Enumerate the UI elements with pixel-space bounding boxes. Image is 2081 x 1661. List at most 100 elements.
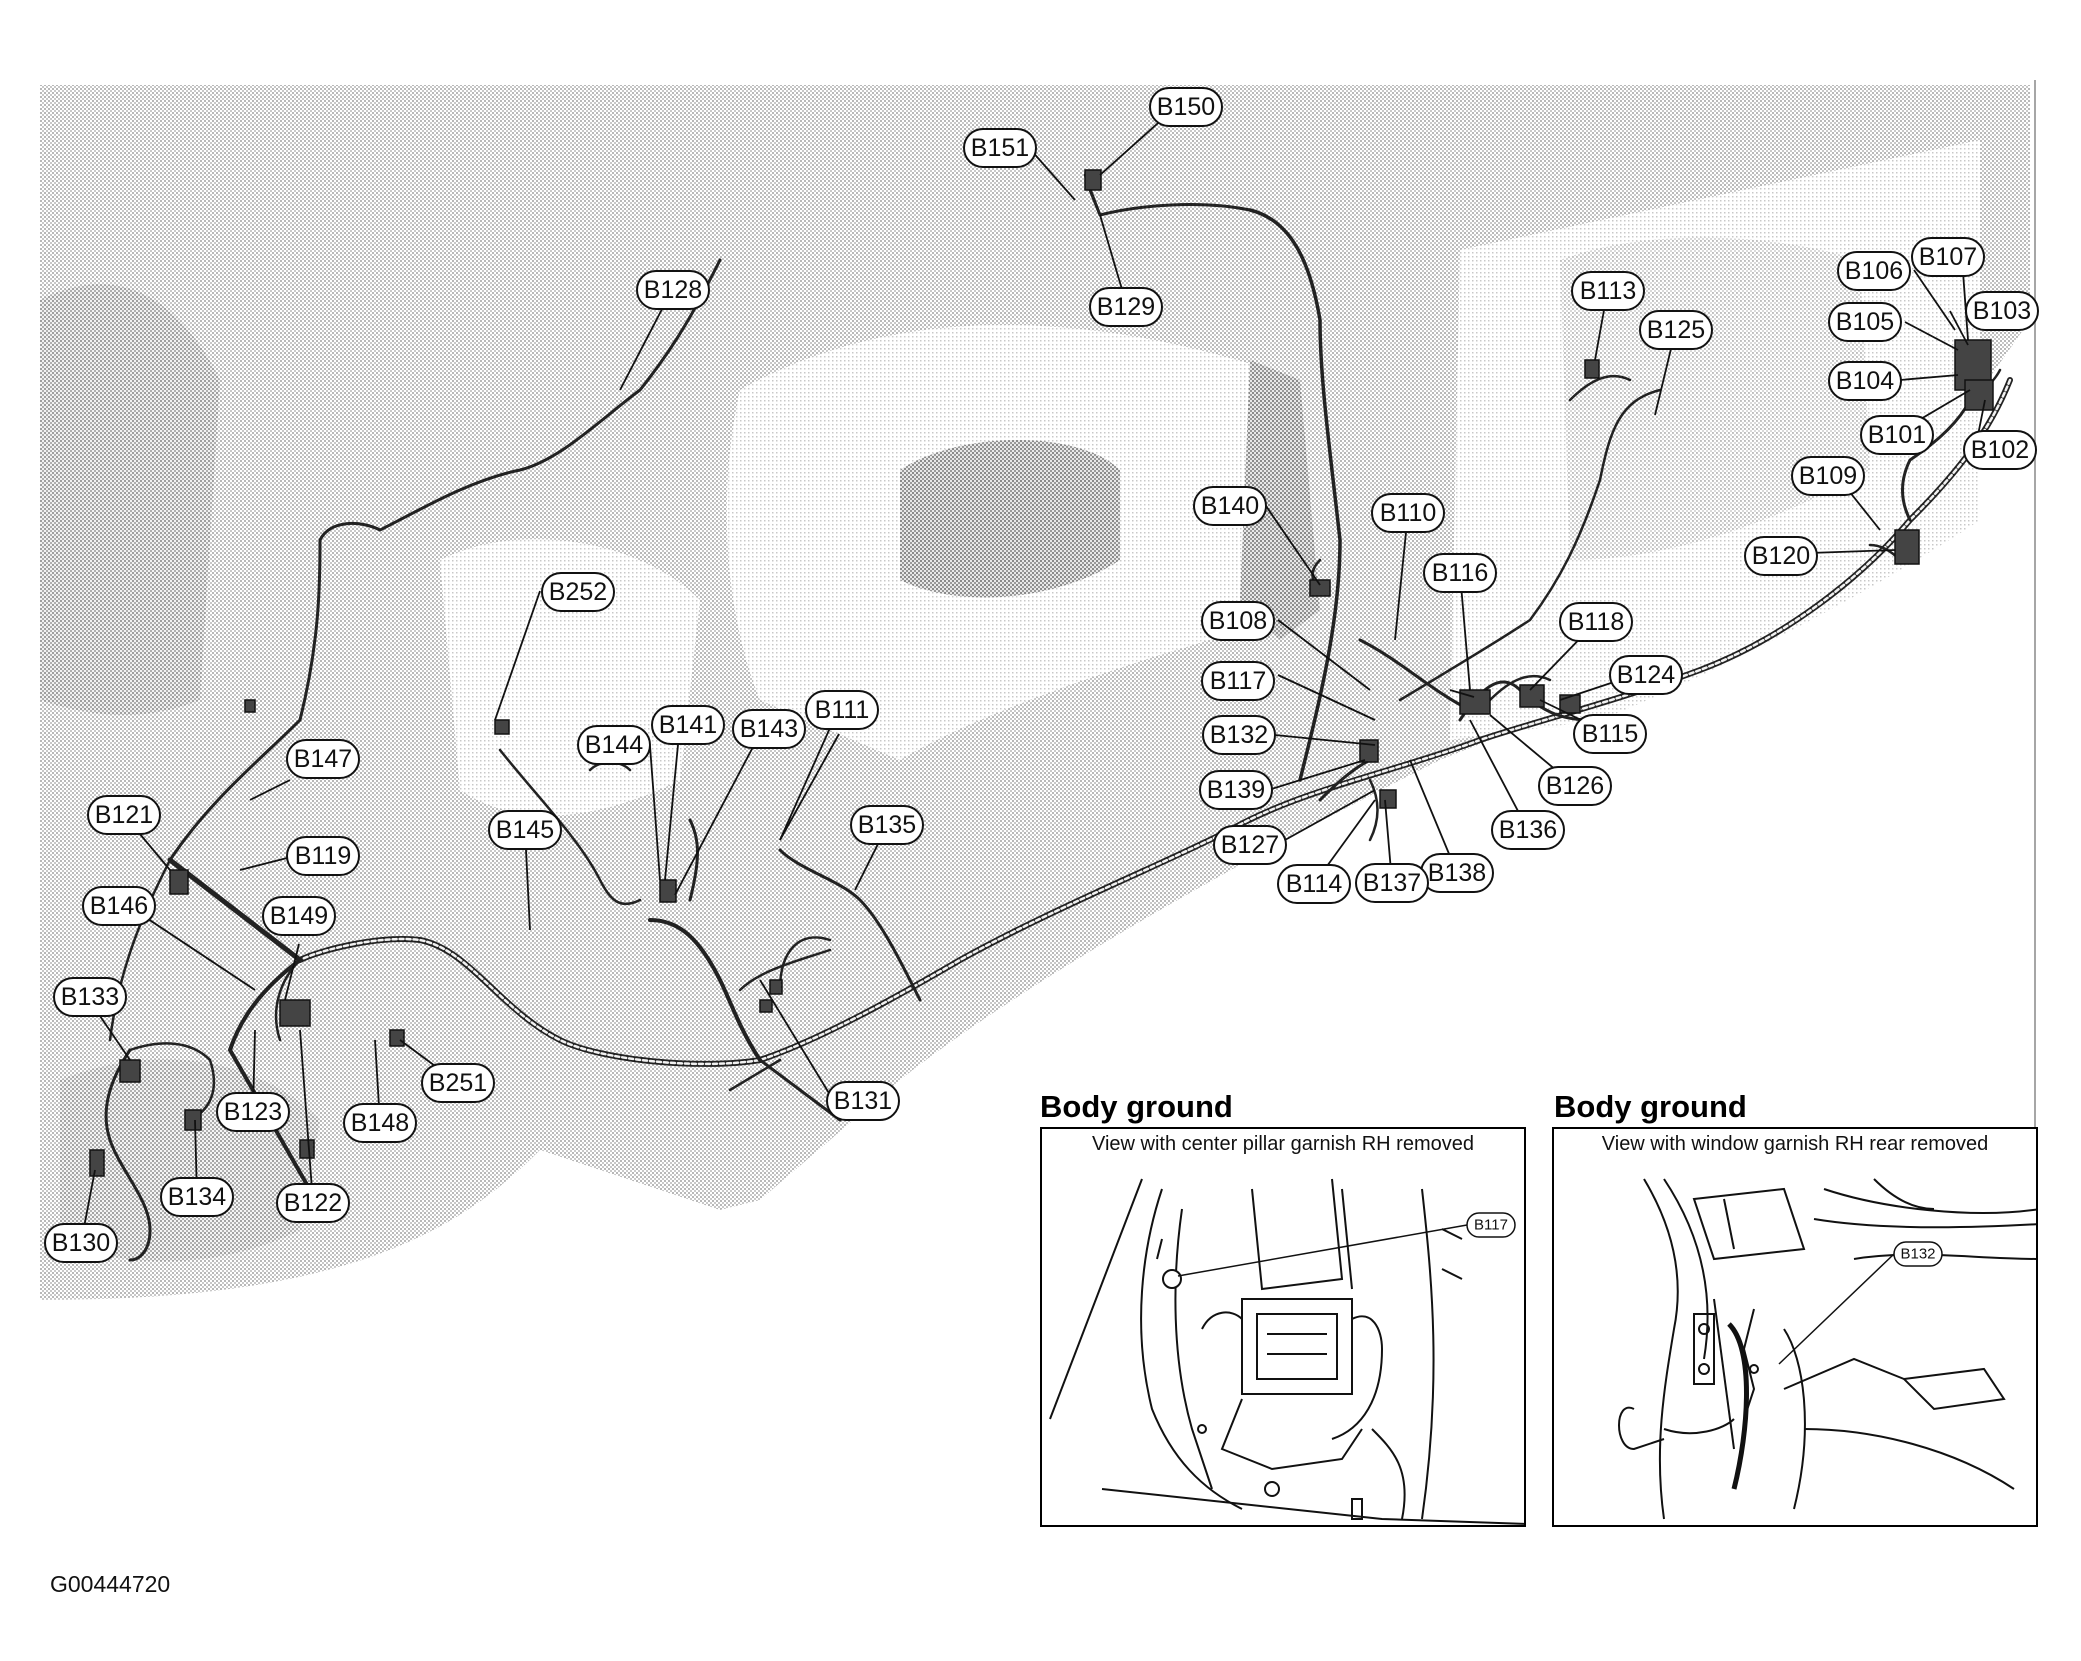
label-text-B135: B135	[858, 811, 916, 839]
label-B101: B101	[1860, 415, 1934, 455]
label-B127: B127	[1213, 825, 1287, 865]
label-B118: B118	[1559, 602, 1633, 642]
label-text-B151: B151	[971, 134, 1029, 162]
inset-2-callout: B132	[1900, 1246, 1935, 1263]
label-B252: B252	[541, 572, 615, 612]
label-text-B124: B124	[1617, 661, 1675, 689]
label-text-B122: B122	[284, 1189, 342, 1217]
label-text-B115: B115	[1582, 720, 1639, 748]
label-text-B139: B139	[1207, 776, 1265, 804]
inset-1-drawing: B117	[1049, 1178, 1524, 1525]
inset-1-caption: View with center pillar garnish RH remov…	[1091, 1133, 1474, 1155]
label-B141: B141	[651, 705, 725, 745]
label-B143: B143	[732, 709, 806, 749]
figure-id: G00444720	[50, 1571, 171, 1597]
label-B116: B116	[1423, 553, 1497, 593]
label-text-B104: B104	[1836, 367, 1894, 395]
label-B117: B117	[1201, 661, 1275, 701]
label-text-B110: B110	[1380, 499, 1437, 527]
label-text-B132: B132	[1210, 721, 1268, 749]
label-B125: B125	[1639, 310, 1713, 350]
label-text-B119: B119	[295, 842, 352, 870]
inset-1-callout: B117	[1474, 1217, 1508, 1234]
label-text-B140: B140	[1201, 492, 1259, 520]
label-B129: B129	[1089, 287, 1163, 327]
connector-labels: B150 B151 B129 B128 B113 B125 B106 B107 …	[44, 87, 2039, 1263]
label-text-B143: B143	[740, 715, 798, 743]
inset-2-title: Body ground	[1554, 1089, 1747, 1124]
label-B124: B124	[1609, 655, 1683, 695]
label-B103: B103	[1965, 291, 2039, 331]
label-text-B150: B150	[1157, 93, 1215, 121]
label-text-B116: B116	[1432, 559, 1489, 587]
label-text-B134: B134	[168, 1183, 226, 1211]
label-B147: B147	[286, 739, 360, 779]
label-text-B101: B101	[1868, 421, 1926, 449]
label-text-B130: B130	[52, 1229, 110, 1257]
label-text-B105: B105	[1836, 308, 1894, 336]
label-text-B137: B137	[1363, 869, 1421, 897]
label-text-B148: B148	[351, 1109, 409, 1137]
label-B133: B133	[53, 977, 127, 1017]
label-B134: B134	[160, 1177, 234, 1217]
inset-1-panel: View with center pillar garnish RH remov…	[1040, 1127, 1526, 1527]
label-text-B128: B128	[644, 276, 702, 304]
label-B115: B115	[1573, 714, 1647, 754]
label-B105: B105	[1828, 302, 1902, 342]
label-text-B251: B251	[429, 1069, 487, 1097]
label-B109: B109	[1791, 456, 1865, 496]
label-text-B141: B141	[659, 711, 717, 739]
label-B126: B126	[1538, 766, 1612, 806]
label-B251: B251	[421, 1063, 495, 1103]
label-B123: B123	[216, 1092, 290, 1132]
label-text-B117: B117	[1210, 667, 1267, 695]
label-text-B125: B125	[1647, 316, 1705, 344]
label-B151: B151	[963, 128, 1037, 168]
label-text-B129: B129	[1097, 293, 1155, 321]
label-B135: B135	[850, 805, 924, 845]
label-B113: B113	[1571, 271, 1645, 311]
label-text-B136: B136	[1499, 816, 1557, 844]
label-B119: B119	[286, 836, 360, 876]
label-B104: B104	[1828, 361, 1902, 401]
label-B146: B146	[82, 886, 156, 926]
label-text-B118: B118	[1568, 608, 1625, 636]
label-text-B138: B138	[1428, 859, 1486, 887]
wiring-harness	[104, 173, 2013, 1262]
label-B114: B114	[1277, 864, 1351, 904]
label-B136: B136	[1491, 810, 1565, 850]
label-text-B106: B106	[1845, 257, 1903, 285]
label-B108: B108	[1201, 601, 1275, 641]
label-text-B127: B127	[1221, 831, 1279, 859]
label-text-B109: B109	[1799, 462, 1857, 490]
label-text-B113: B113	[1580, 277, 1637, 305]
label-text-B133: B133	[61, 983, 119, 1011]
label-text-B114: B114	[1286, 870, 1343, 898]
label-text-B120: B120	[1752, 542, 1810, 570]
label-text-B146: B146	[90, 892, 148, 920]
inset-2-caption: View with window garnish RH rear removed	[1601, 1133, 1989, 1155]
label-B149: B149	[262, 896, 336, 936]
label-B107: B107	[1911, 237, 1985, 277]
label-text-B103: B103	[1973, 297, 2031, 325]
label-text-B102: B102	[1971, 436, 2029, 464]
label-text-B149: B149	[270, 902, 328, 930]
label-B131: B131	[826, 1081, 900, 1121]
label-B140: B140	[1193, 486, 1267, 526]
label-text-B111: B111	[815, 696, 870, 724]
label-text-B126: B126	[1546, 772, 1604, 800]
label-B106: B106	[1837, 251, 1911, 291]
label-text-B147: B147	[294, 745, 352, 773]
label-B137: B137	[1355, 863, 1429, 903]
label-B120: B120	[1744, 536, 1818, 576]
label-B148: B148	[343, 1103, 417, 1143]
label-B139: B139	[1199, 770, 1273, 810]
label-B144: B144	[577, 725, 651, 765]
label-text-B144: B144	[585, 731, 643, 759]
label-B145: B145	[488, 810, 562, 850]
label-text-B107: B107	[1919, 243, 1977, 271]
label-B121: B121	[87, 795, 161, 835]
label-text-B123: B123	[224, 1098, 282, 1126]
inset-1-title: Body ground	[1040, 1089, 1233, 1124]
